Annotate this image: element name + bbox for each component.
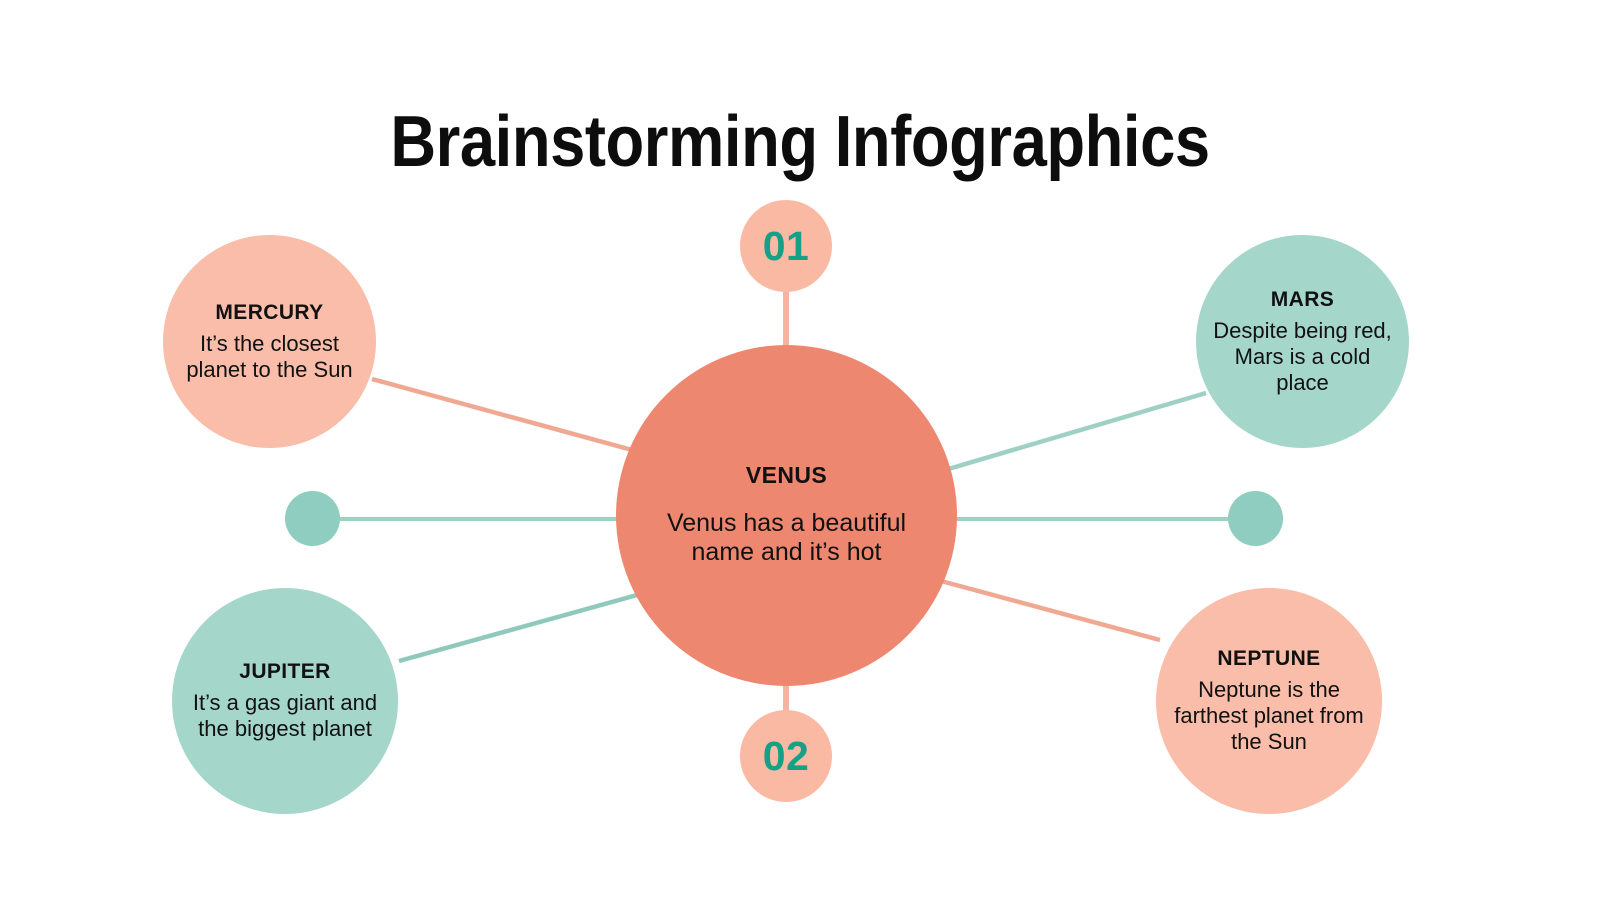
node-neptune[interactable]: NEPTUNE Neptune is the farthest planet f… <box>1156 588 1382 814</box>
node-neptune-title: NEPTUNE <box>1217 647 1321 671</box>
node-venus[interactable]: VENUS Venus has a beautiful name and it’… <box>616 345 957 686</box>
link-jupiter-venus <box>398 589 649 664</box>
step-badge-01[interactable]: 01 <box>740 200 832 292</box>
node-mars-title: MARS <box>1270 287 1335 311</box>
page-title: Brainstorming Infographics <box>390 102 1210 183</box>
node-neptune-description: Neptune is the farthest planet from the … <box>1174 677 1364 755</box>
link-neptune-venus <box>929 575 1161 643</box>
step-badge-02-label: 02 <box>762 732 810 779</box>
link-mars-venus <box>944 390 1207 473</box>
node-venus-description: Venus has a beautiful name and it’s hot <box>666 508 907 567</box>
decorative-dot-right <box>1228 491 1283 546</box>
decorative-dot-left <box>285 491 340 546</box>
node-mars-description: Despite being red, Mars is a cold place <box>1213 317 1392 395</box>
node-mars[interactable]: MARS Despite being red, Mars is a cold p… <box>1196 235 1409 448</box>
step-badge-02[interactable]: 02 <box>740 710 832 802</box>
node-mercury[interactable]: MERCURY It’s the closest planet to the S… <box>163 235 376 448</box>
node-venus-title: VENUS <box>745 462 828 489</box>
node-mercury-description: It’s the closest planet to the Sun <box>186 330 353 382</box>
step-badge-01-label: 01 <box>762 222 810 269</box>
node-jupiter-description: It’s a gas giant and the biggest planet <box>192 690 378 742</box>
link-mercury-venus <box>371 376 644 456</box>
node-jupiter-title: JUPITER <box>239 660 331 683</box>
node-mercury-title: MERCURY <box>215 300 324 324</box>
node-jupiter[interactable]: JUPITER It’s a gas giant and the biggest… <box>172 588 398 814</box>
